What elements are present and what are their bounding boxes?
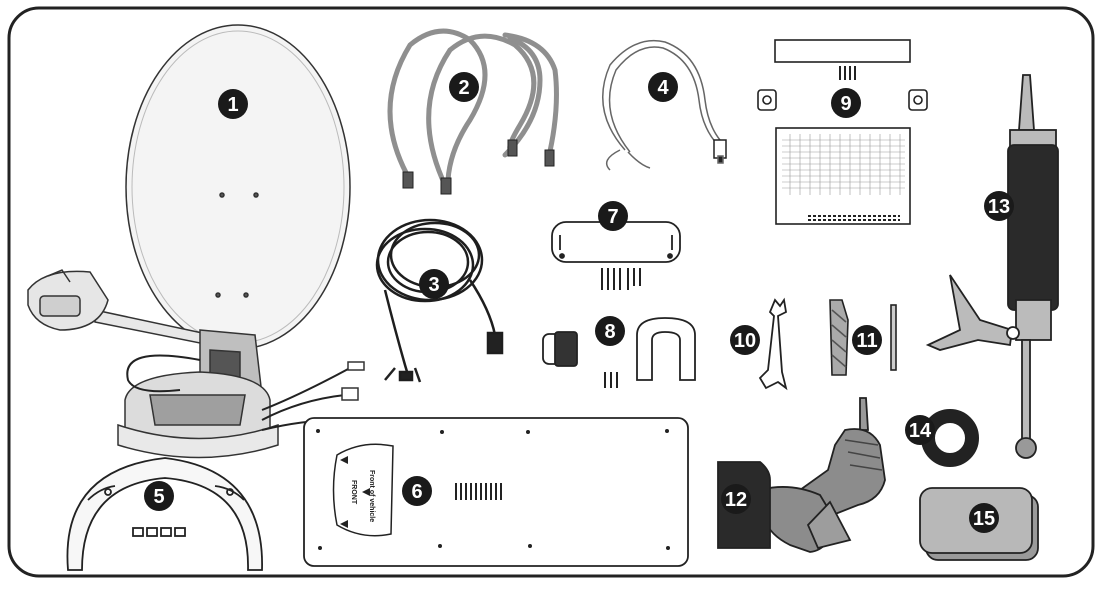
satellite-dish-illustration (27, 24, 365, 459)
coax-cables-illustration (387, 28, 559, 195)
item-badge-circle (905, 415, 935, 445)
item-badge-circle (598, 201, 628, 231)
cable-gland-illustration (542, 317, 696, 388)
item-badge-6: 6 (402, 476, 432, 506)
drill-bit-illustration (829, 299, 897, 376)
item-badge-number: 10 (734, 330, 756, 352)
front-label: FRONT (350, 480, 357, 505)
item-badge-3: 3 (419, 269, 449, 299)
item-badge-circle (402, 476, 432, 506)
item-badge-number: 7 (607, 206, 618, 228)
item-badge-number: 8 (604, 321, 615, 343)
item-badge-number: 2 (458, 77, 469, 99)
item-badge-number: 12 (725, 489, 747, 511)
item-badge-11: 11 (852, 325, 882, 355)
item-badge-number: 6 (411, 481, 422, 503)
item-badge-circle (449, 72, 479, 102)
thin-cable-illustration (602, 39, 727, 171)
item-badge-10: 10 (730, 325, 760, 355)
item-badge-number: 5 (153, 486, 164, 508)
item-badge-number: 11 (856, 330, 877, 352)
item-badge-9: 9 (831, 88, 861, 118)
item-badge-14: 14 (905, 415, 935, 445)
tape-roll-illustration (921, 409, 979, 467)
item-badge-circle (419, 269, 449, 299)
item-badge-number: 4 (657, 77, 669, 99)
item-badge-circle (218, 89, 248, 119)
item-badge-1: 1 (218, 89, 248, 119)
item-badge-8: 8 (595, 316, 625, 346)
wrench-illustration (758, 297, 788, 391)
item-badge-number: 1 (227, 94, 238, 116)
item-badge-2: 2 (449, 72, 479, 102)
cover-arch-illustration (66, 457, 263, 571)
item-badge-13: 13 (984, 191, 1014, 221)
item-badge-15: 15 (969, 503, 999, 533)
item-badge-number: 14 (909, 420, 932, 442)
item-badge-12: 12 (721, 484, 751, 514)
item-badge-number: 3 (428, 274, 439, 296)
item-badge-circle (852, 325, 882, 355)
item-badge-circle (595, 316, 625, 346)
item-badge-5: 5 (144, 481, 174, 511)
sealant-gun-illustration (925, 74, 1059, 459)
item-badge-circle (648, 72, 678, 102)
item-badge-circle (831, 88, 861, 118)
item-badge-circle (969, 503, 999, 533)
item-badge-number: 13 (988, 196, 1010, 218)
mounting-plate: Front of vehicle FRONT (303, 417, 689, 567)
item-badge-circle (721, 484, 751, 514)
item-badge-number: 15 (973, 508, 995, 530)
control-unit-illustration (757, 39, 928, 225)
item-badge-circle (144, 481, 174, 511)
item-badge-circle (984, 191, 1014, 221)
front-of-vehicle-label: Front of vehicle (368, 470, 375, 522)
item-badge-4: 4 (648, 72, 678, 102)
item-badge-7: 7 (598, 201, 628, 231)
item-badge-number: 9 (840, 93, 851, 115)
item-badge-circle (730, 325, 760, 355)
